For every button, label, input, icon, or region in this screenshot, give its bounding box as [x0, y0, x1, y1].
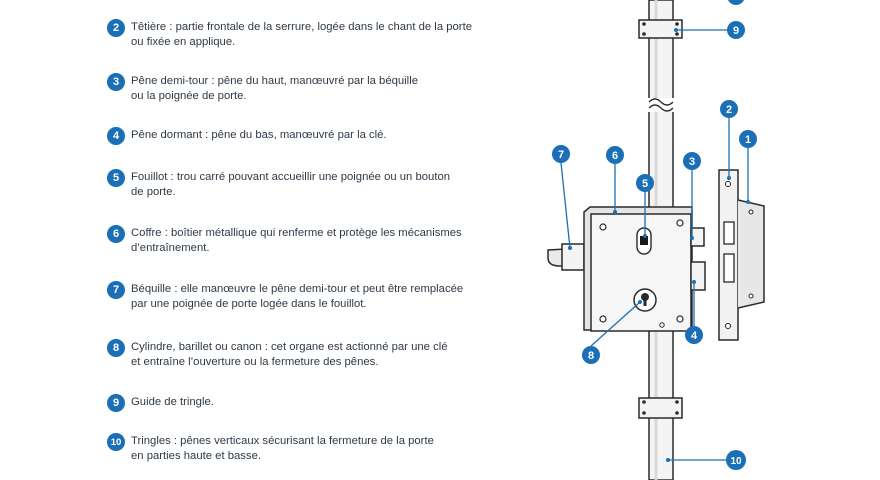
- leader-dots: [568, 28, 750, 462]
- callout-10-top: 10: [727, 0, 745, 5]
- legend-text: Coffre : boîtier métallique qui renferme…: [131, 226, 531, 256]
- callout-3: 3: [683, 152, 701, 170]
- legend-line: Coffre : boîtier métallique qui renferme…: [131, 227, 462, 239]
- callout-9: 9: [727, 21, 745, 39]
- leader-lines: [560, 29, 749, 461]
- legend-line: Têtière : partie frontale de la serrure,…: [131, 21, 472, 33]
- legend-line: Tringles : pênes verticaux sécurisant la…: [131, 435, 434, 447]
- number-badge: 6: [107, 225, 125, 243]
- legend-item-8: 8 Cylindre, barillet ou canon : cet orga…: [107, 339, 531, 370]
- legend-line: Cylindre, barillet ou canon : cet organe…: [131, 341, 448, 353]
- legend-item-6: 6 Coffre : boîtier métallique qui renfer…: [107, 225, 531, 256]
- legend-line: Guide de tringle.: [131, 396, 214, 408]
- number-badge: 5: [107, 169, 125, 187]
- legend-text: Guide de tringle.: [131, 395, 531, 410]
- number-badge: 7: [107, 281, 125, 299]
- svg-text:9: 9: [733, 25, 739, 37]
- follower: [636, 227, 652, 255]
- lock-case: [583, 206, 693, 332]
- svg-text:3: 3: [689, 156, 695, 168]
- strike-plate: [718, 169, 765, 341]
- legend-line: en parties haute et basse.: [131, 450, 262, 462]
- legend-text: Cylindre, barillet ou canon : cet organe…: [131, 340, 531, 370]
- number-badge: 9: [107, 394, 125, 412]
- legend-line: Béquille : elle manœuvre le pêne demi-to…: [131, 283, 464, 295]
- legend-text: Fouillot : trou carré pouvant accueillir…: [131, 170, 531, 200]
- svg-text:6: 6: [612, 150, 618, 162]
- number-badge: 3: [107, 73, 125, 91]
- rod-guide-top: [638, 19, 683, 39]
- svg-text:10: 10: [730, 456, 742, 467]
- callout-4: 4: [685, 326, 703, 344]
- number-badge: 2: [107, 19, 125, 37]
- svg-text:10: 10: [731, 0, 741, 2]
- callout-2: 2: [720, 100, 738, 118]
- legend-item-9: 9 Guide de tringle.: [107, 394, 531, 412]
- legend-item-3: 3 Pêne demi-tour : pêne du haut, manœuvr…: [107, 73, 531, 104]
- legend-text: Pêne dormant : pêne du bas, manœuvré par…: [131, 128, 531, 143]
- svg-text:7: 7: [558, 149, 564, 161]
- legend-line: Pêne dormant : pêne du bas, manœuvré par…: [131, 129, 387, 141]
- svg-text:1: 1: [745, 134, 751, 146]
- legend-item-5: 5 Fouillot : trou carré pouvant accueill…: [107, 169, 531, 200]
- rod-guide-bottom: [638, 397, 683, 419]
- legend-line: d’entraînement.: [131, 242, 210, 254]
- callout-5: 5: [636, 174, 654, 192]
- svg-text:2: 2: [726, 104, 732, 116]
- legend-line: de porte.: [131, 186, 176, 198]
- cylinder: [633, 288, 657, 312]
- callout-6: 6: [606, 146, 624, 164]
- svg-text:4: 4: [691, 330, 698, 342]
- legend-text: Têtière : partie frontale de la serrure,…: [131, 20, 531, 50]
- legend-line: ou la poignée de porte.: [131, 90, 247, 102]
- callout-8: 8: [582, 346, 600, 364]
- legend-item-4: 4 Pêne dormant : pêne du bas, manœuvré p…: [107, 127, 531, 145]
- legend-item-2: 2 Têtière : partie frontale de la serrur…: [107, 19, 531, 50]
- handle: [547, 243, 585, 271]
- callout-10: 10: [726, 450, 746, 470]
- svg-text:5: 5: [642, 178, 648, 190]
- legend-line: et entraîne l’ouverture ou la fermeture …: [131, 356, 379, 368]
- legend-item-10: 10 Tringles : pênes verticaux sécurisant…: [107, 433, 531, 464]
- svg-text:8: 8: [588, 350, 594, 362]
- legend-line: Pêne demi-tour : pêne du haut, manœuvré …: [131, 75, 418, 87]
- number-badge: 10: [107, 433, 125, 451]
- number-badge: 4: [107, 127, 125, 145]
- number-badge: 8: [107, 339, 125, 357]
- legend-text: Béquille : elle manœuvre le pêne demi-to…: [131, 282, 531, 312]
- callout-7: 7: [552, 145, 570, 163]
- legend-line: ou fixée en applique.: [131, 36, 236, 48]
- legend-line: par une poignée de porte logée dans le f…: [131, 298, 367, 310]
- callout-1: 1: [739, 130, 757, 148]
- legend: 2 Têtière : partie frontale de la serrur…: [107, 19, 531, 464]
- legend-text: Pêne demi-tour : pêne du haut, manœuvré …: [131, 74, 531, 104]
- legend-item-7: 7 Béquille : elle manœuvre le pêne demi-…: [107, 281, 531, 312]
- legend-text: Tringles : pênes verticaux sécurisant la…: [131, 434, 531, 464]
- legend-line: Fouillot : trou carré pouvant accueillir…: [131, 171, 451, 183]
